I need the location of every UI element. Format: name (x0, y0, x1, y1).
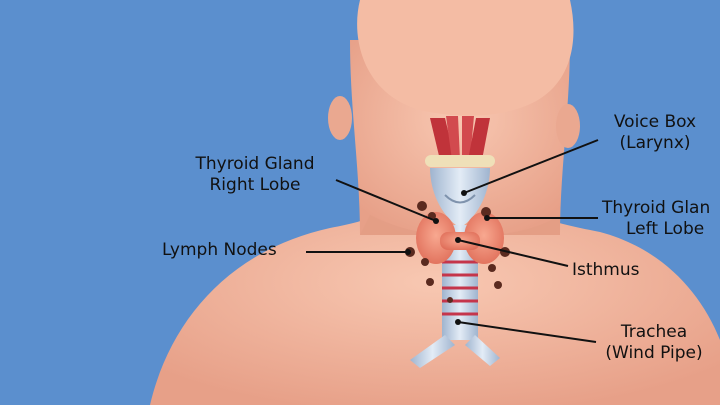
dot-thyroid-right (433, 218, 439, 224)
dot-voice-box (461, 190, 467, 196)
thyroid-right-lobe (416, 212, 456, 264)
label-lymph-nodes: Lymph Nodes (162, 240, 277, 260)
label-thyroid-left-line2: Left Lobe (626, 219, 705, 239)
torso (150, 200, 720, 405)
leader-voice-box (463, 139, 599, 194)
label-voice-box: Voice Box (Larynx) (600, 112, 710, 154)
thyroid-left-lobe (464, 212, 504, 264)
dot-thyroid-left (484, 215, 490, 221)
label-trachea-title: Trachea (620, 322, 688, 342)
label-trachea: Trachea (Wind Pipe) (596, 322, 712, 364)
label-thyroid-left: Thyroid Glan Left Lobe (600, 198, 720, 240)
head-chin (357, 0, 574, 116)
label-thyroid-right-line2: Right Lobe (209, 175, 301, 195)
label-trachea-sub: (Wind Pipe) (605, 343, 703, 363)
right-ear (556, 104, 580, 148)
label-voice-box-sub: (Larynx) (619, 133, 691, 153)
leader-trachea (457, 321, 597, 343)
leader-thyroid-right (335, 179, 437, 222)
larynx (430, 168, 490, 228)
label-thyroid-right-line1: Thyroid Gland (195, 154, 315, 174)
label-voice-box-title: Voice Box (613, 112, 697, 132)
neck-muscles (425, 116, 495, 167)
left-ear (328, 96, 352, 140)
label-thyroid-left-line1: Thyroid Glan (602, 198, 711, 218)
leader-isthmus (457, 239, 569, 267)
dot-lymph-nodes (405, 249, 411, 255)
label-thyroid-right: Thyroid Gland Right Lobe (180, 154, 330, 196)
dot-trachea (455, 319, 461, 325)
label-isthmus: Isthmus (572, 260, 640, 280)
dot-isthmus (455, 237, 461, 243)
neck-shadow (360, 215, 560, 236)
thyroid-gland (416, 212, 504, 264)
